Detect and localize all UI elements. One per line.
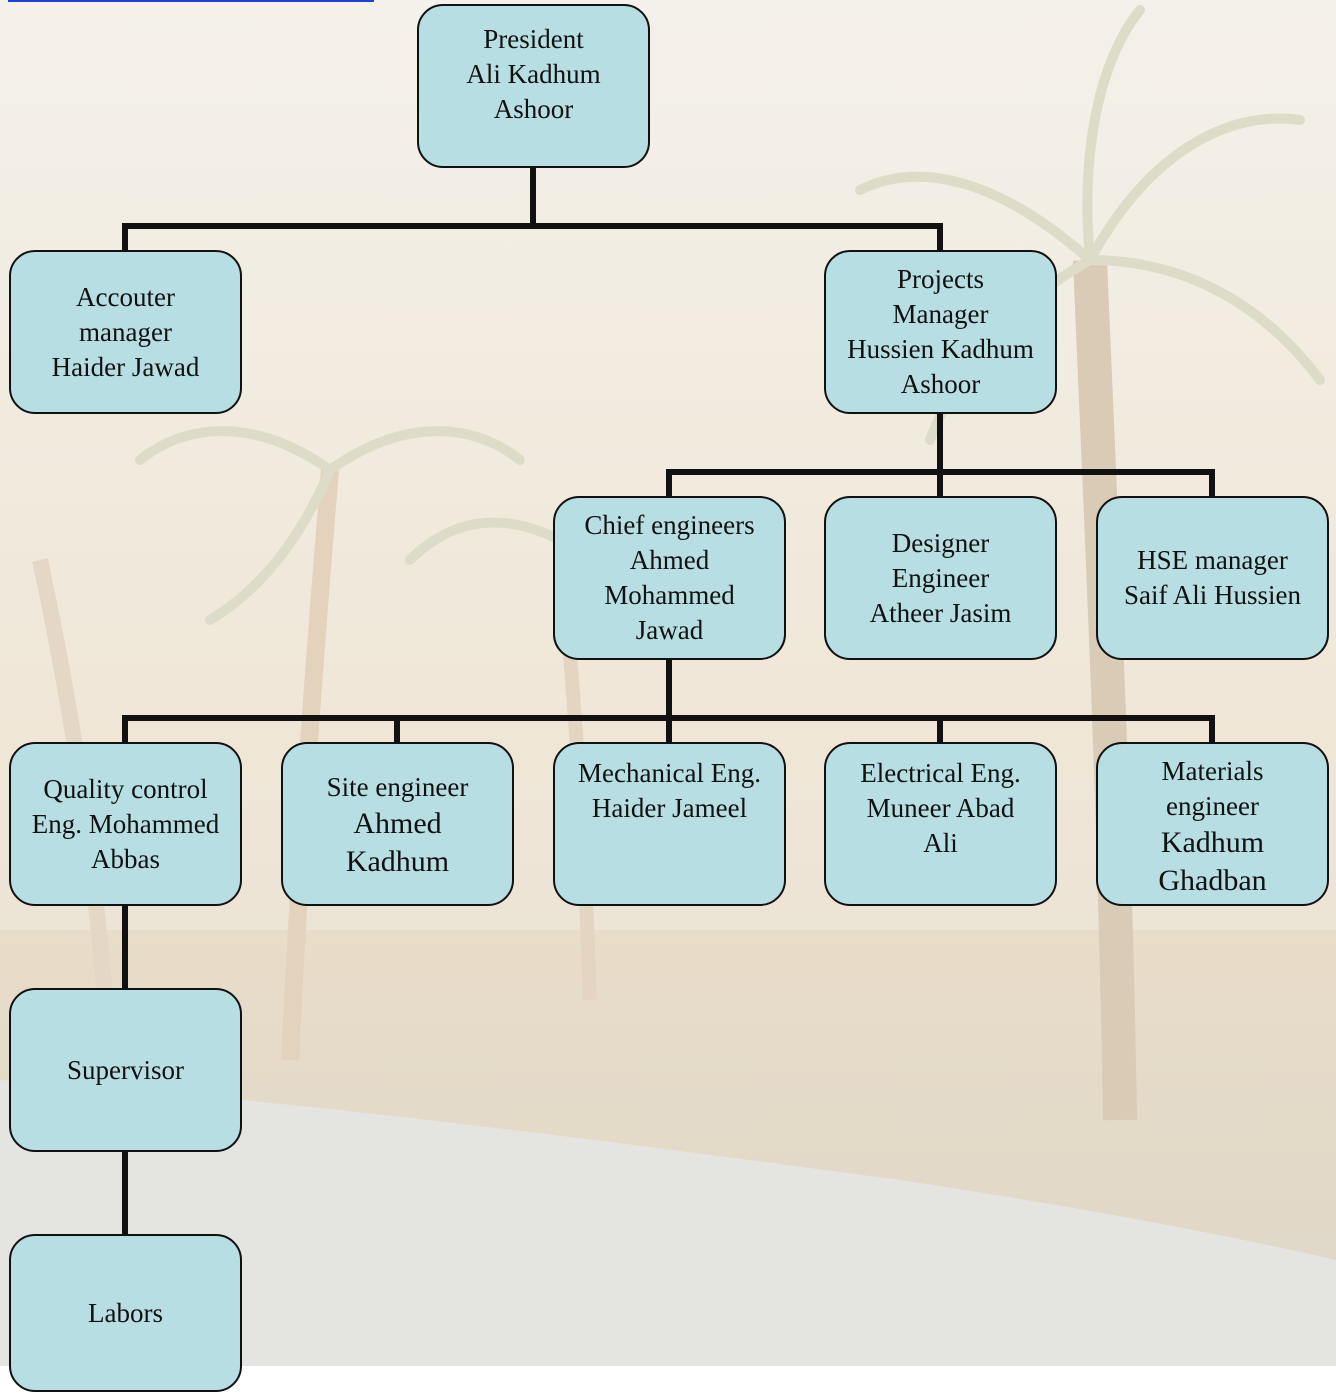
projects-manager-name-line-1: Hussien Kadhum — [847, 334, 1034, 364]
quality-control-name-line-1: Eng. Mohammed — [31, 808, 220, 839]
hse-manager-box: HSE manager Saif Ali Hussien — [1096, 496, 1329, 660]
president-name-line-2: Ashoor — [493, 94, 574, 124]
projects-manager-name-line-2: Ashoor — [900, 369, 981, 399]
materials-engineer-box: Materials engineer Kadhum Ghadban — [1096, 742, 1329, 906]
site-engineer-title: Site engineer — [326, 772, 469, 802]
labors-title: Labors — [88, 1297, 163, 1328]
quality-control-title: Quality control — [43, 773, 208, 804]
hse-manager-title: HSE manager — [1137, 545, 1288, 575]
chief-engineers-name-line-2: Mohammed — [604, 580, 735, 610]
president-name-line-1: Ali Kadhum — [466, 59, 601, 89]
site-engineer-name-line-1: Ahmed — [353, 807, 442, 840]
electrical-engineer-title: Electrical Eng. — [860, 758, 1021, 788]
chief-engineers-title: Chief engineers — [584, 510, 755, 540]
accountant-name: Haider Jawad — [51, 351, 200, 382]
materials-engineer-name-line-2: Ghadban — [1158, 864, 1267, 897]
mechanical-engineer-title: Mechanical Eng. — [578, 758, 761, 788]
designer-name: Atheer Jasim — [869, 597, 1012, 628]
quality-control-name-line-2: Abbas — [91, 843, 160, 874]
electrical-engineer-box: Electrical Eng. Muneer Abad Ali — [824, 742, 1057, 906]
supervisor-title: Supervisor — [67, 1054, 184, 1085]
chief-engineers-name-line-3: Jawad — [635, 615, 704, 645]
president-box: President Ali Kadhum Ashoor — [417, 4, 650, 168]
designer-title-line-1: Designer — [891, 527, 990, 558]
labors-box: Labors — [9, 1234, 242, 1392]
materials-engineer-title-line-1: Materials — [1161, 756, 1264, 786]
materials-engineer-title-line-2: engineer — [1166, 791, 1259, 821]
materials-engineer-name-line-1: Kadhum — [1160, 826, 1265, 859]
projects-manager-title-line-2: Manager — [892, 299, 989, 329]
mechanical-engineer-name: Haider Jameel — [591, 793, 748, 823]
accountant-manager-box: Accouter manager Haider Jawad — [9, 250, 242, 414]
projects-manager-title-line-1: Projects — [897, 264, 984, 294]
site-engineer-name-line-2: Kadhum — [345, 845, 450, 878]
designer-title-line-2: Engineer — [891, 562, 990, 593]
chief-engineers-name-line-1: Ahmed — [629, 545, 710, 575]
quality-control-box: Quality control Eng. Mohammed Abbas — [9, 742, 242, 906]
accountant-title-line-2: manager — [79, 316, 172, 347]
designer-engineer-box: Designer Engineer Atheer Jasim — [824, 496, 1057, 660]
hse-manager-name: Saif Ali Hussien — [1123, 580, 1301, 610]
accountant-title-line-1: Accouter — [76, 281, 175, 312]
president-title: President — [483, 24, 584, 54]
mechanical-engineer-box: Mechanical Eng. Haider Jameel — [553, 742, 786, 906]
hyperlink-underline[interactable] — [8, 0, 374, 2]
chief-engineers-box: Chief engineers Ahmed Mohammed Jawad — [553, 496, 786, 660]
supervisor-box: Supervisor — [9, 988, 242, 1152]
site-engineer-box: Site engineer Ahmed Kadhum — [281, 742, 514, 906]
electrical-engineer-name-line-2: Ali — [923, 828, 958, 858]
projects-manager-box: Projects Manager Hussien Kadhum Ashoor — [824, 250, 1057, 414]
electrical-engineer-name-line-1: Muneer Abad — [866, 793, 1015, 823]
